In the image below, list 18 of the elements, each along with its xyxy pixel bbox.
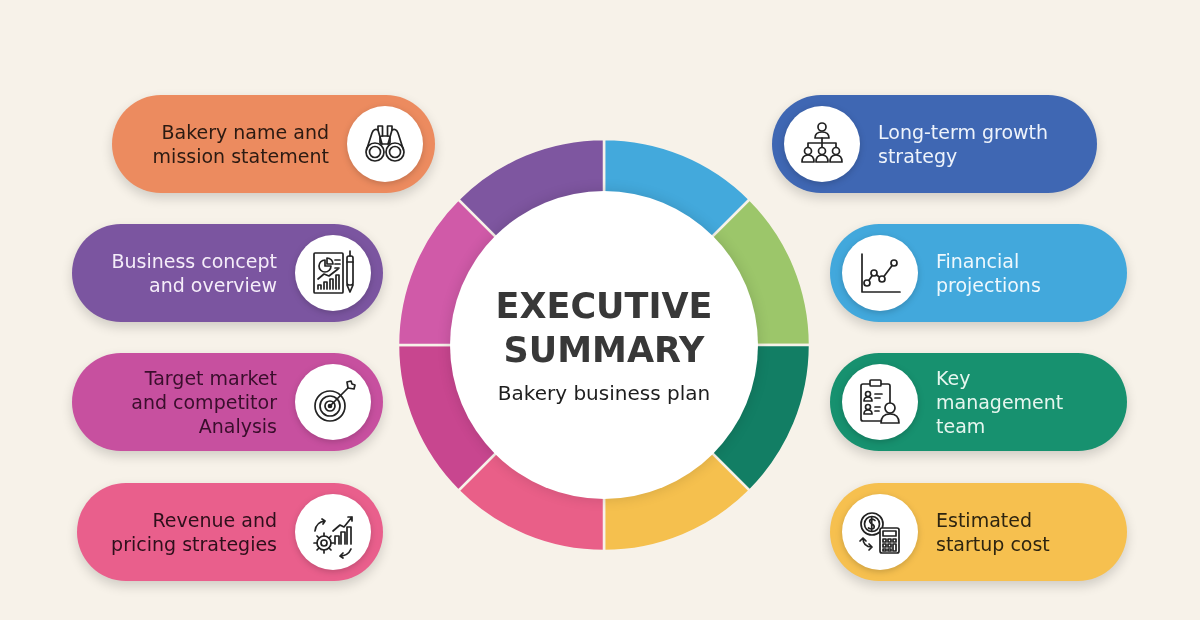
topic-pill <box>72 224 383 322</box>
topic-label: Financial projections <box>936 249 1042 297</box>
topic-label: Business concept and overview <box>110 249 277 297</box>
topic-pill <box>772 95 1097 193</box>
topic-pill <box>77 483 383 581</box>
topic-pill <box>112 95 435 193</box>
topic-pill <box>72 353 383 451</box>
topic-label: Key management team <box>936 366 1065 438</box>
topic-label: Bakery name and mission statement <box>151 120 329 168</box>
topic-pill <box>830 224 1127 322</box>
topic-pill <box>830 353 1127 451</box>
topic-label: Estimated startup cost <box>936 508 1051 556</box>
topic-label: Target market and competitor Analysis <box>130 366 277 438</box>
topic-label: Revenue and pricing strategies <box>110 508 277 556</box>
summary-heading: EXECUTIVE SUMMARY <box>495 285 713 372</box>
topic-label: Long-term growth strategy <box>878 120 1050 168</box>
topic-pill <box>830 483 1127 581</box>
summary-subtitle: Bakery business plan <box>497 380 711 406</box>
